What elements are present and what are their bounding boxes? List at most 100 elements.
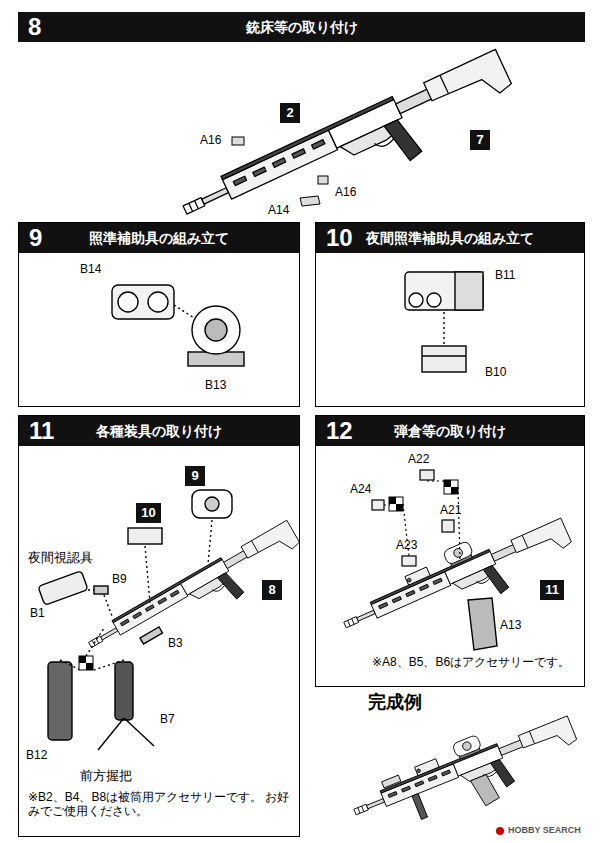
drawing-rect (402, 556, 416, 566)
drawing-line (104, 595, 112, 616)
drawing-use (405, 567, 430, 585)
callout-text: 9 (185, 466, 205, 486)
part-label: A16 (200, 133, 221, 147)
part-label: A24 (350, 482, 371, 496)
drawing-rect (128, 528, 162, 544)
part-label: A14 (268, 203, 289, 217)
drawing-use (389, 497, 403, 511)
drawing-line (422, 355, 466, 356)
drawing-rect (405, 272, 483, 310)
step-title: 夜間照準補助具の組み立て (366, 230, 534, 246)
drawing-g (384, 481, 460, 560)
part-label: 前方握把 (80, 768, 132, 784)
drawing-rect (232, 137, 244, 145)
drawing-g (372, 470, 454, 566)
drawing-rect (318, 176, 328, 184)
step-header: 11 各種装具の取り付け (19, 416, 299, 446)
drawing-rect (115, 662, 133, 720)
drawing-line (443, 312, 444, 344)
note-text: ※B2、B4、B8は被筒用アクセサリーです。 お好みでご使用ください。 (28, 790, 290, 819)
callout-number: 9 (185, 466, 205, 486)
part-label: B13 (205, 378, 226, 392)
step-title: 照準補助具の組み立て (89, 230, 229, 246)
step-title: 各種装具の取り付け (96, 423, 222, 439)
drawing-use (85, 520, 309, 674)
drawing-circle (496, 827, 504, 835)
drawing-use (471, 773, 501, 807)
callout-number: 11 (540, 580, 564, 600)
drawing-use (382, 771, 428, 828)
drawing-circle (427, 293, 441, 307)
callout-number: 8 (262, 580, 282, 600)
drawing-circle (148, 292, 168, 312)
part-label: B12 (26, 748, 47, 762)
part-label: B10 (485, 365, 506, 379)
drawing-rect (112, 285, 174, 319)
drawing-circle (409, 293, 423, 307)
drawing-line (208, 520, 212, 564)
callout-number: 2 (280, 103, 300, 123)
drawing-line (88, 589, 94, 590)
callout-text: 10 (136, 503, 161, 523)
drawing-line (145, 546, 150, 603)
drawing-circle (118, 292, 138, 312)
drawing-g (405, 272, 483, 372)
drawing-rect (420, 470, 434, 480)
part-label: B9 (112, 572, 127, 586)
part-label: A13 (500, 618, 521, 632)
part-label: A16 (335, 185, 356, 199)
step-panel: 10 夜間照準補助具の組み立て (315, 222, 585, 407)
step-number: 10 (326, 224, 353, 252)
part-label: A22 (408, 452, 429, 466)
drawing-g (38, 490, 232, 750)
step-header: 12 弾倉等の取り付け (316, 416, 584, 446)
drawing-use (444, 480, 458, 494)
drawing-rect (372, 500, 384, 510)
callout-number: 10 (136, 503, 161, 523)
part-label: B11 (495, 268, 515, 282)
step-title: 銃床等の取り付け (246, 19, 358, 35)
drawing-line (124, 718, 154, 746)
drawing-path (384, 481, 460, 560)
drawing-use (452, 734, 483, 759)
drawing-circle (205, 497, 219, 511)
drawing-path (300, 196, 320, 206)
drawing-path (468, 598, 497, 650)
step-header: 9照準補助具の組み立て (19, 223, 299, 253)
drawing-use (443, 541, 475, 568)
step-panel: 9照準補助具の組み立て (18, 222, 300, 407)
step-panel: 11 各種装具の取り付け 9 10 8 (18, 415, 300, 837)
callout-text: 11 (540, 580, 564, 600)
drawing-rect (455, 272, 483, 310)
drawing-rect (192, 490, 232, 518)
drawing-path (60, 628, 124, 670)
watermark: HOBBY SEARCH (508, 825, 581, 836)
callout-text: 2 (280, 103, 300, 123)
drawing-g (60, 520, 212, 670)
step-number: 12 (326, 417, 353, 445)
step-header: 8 銃床等の取り付け (18, 12, 585, 42)
drawing-rect (422, 346, 466, 372)
drawing-rect (442, 520, 454, 532)
drawing-use (351, 715, 583, 843)
part-label: B1 (30, 606, 45, 620)
step-panel: 12 弾倉等の取り付け 11 (315, 415, 585, 687)
note-text: ※A8、B5、B6はアクセサリーです。 (372, 655, 582, 669)
callout-number: 7 (470, 130, 490, 150)
part-label: 完成例 (368, 692, 422, 714)
drawing-rect (140, 627, 163, 644)
step-header: 10 夜間照準補助具の組み立て (316, 223, 584, 253)
callout-text: 8 (262, 580, 282, 600)
step-number: 11 (29, 417, 54, 445)
part-label: B7 (160, 712, 175, 726)
step-number: 8 (28, 13, 41, 41)
drawing-g (112, 285, 244, 366)
step-title: 弾倉等の取り付け (394, 423, 506, 439)
part-label: B3 (168, 636, 183, 650)
drawing-line (98, 718, 124, 750)
drawing-use (415, 759, 440, 776)
part-label: A23 (396, 538, 417, 552)
drawing-circle (205, 319, 227, 341)
part-label: B14 (80, 262, 101, 276)
